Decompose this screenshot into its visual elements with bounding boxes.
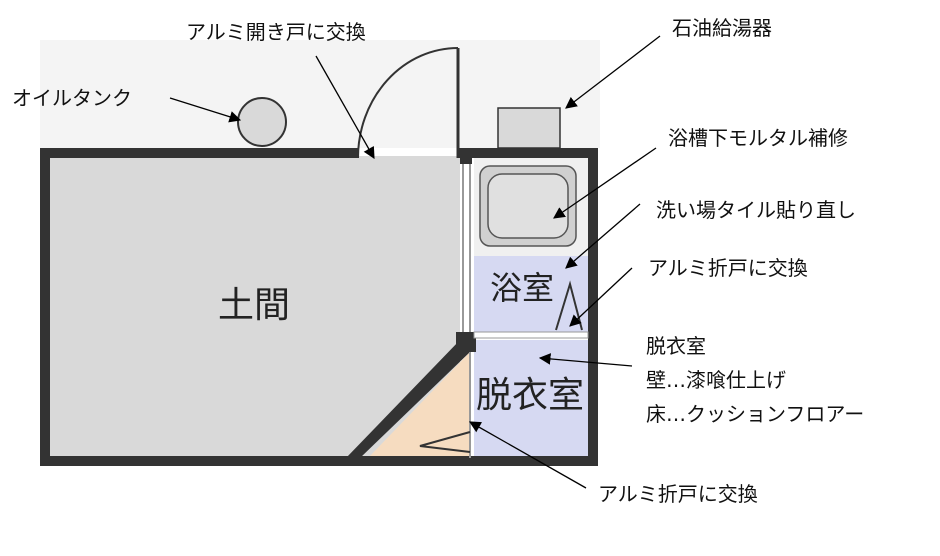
wall-top-left (40, 148, 358, 158)
label-dressing-folding-door: アルミ折戸に交換 (598, 482, 758, 506)
wall-bottom (40, 456, 598, 466)
arrow-washing-area (565, 203, 641, 269)
partition-mid (456, 332, 476, 352)
wall-right (588, 148, 598, 466)
hinged-door-swing (357, 47, 459, 159)
doma-corner-wall (346, 340, 470, 458)
label-dressing-title: 脱衣室 (646, 334, 706, 358)
partition-bath-top (460, 148, 472, 164)
arrow-dressing-door (468, 421, 587, 489)
wall-left (40, 148, 50, 466)
label-washing-area-tile: 洗い場タイル貼り直し (656, 198, 856, 222)
arrow-bathtub (553, 147, 657, 219)
oil-water-heater (497, 107, 561, 149)
arrow-water-heater (565, 35, 661, 109)
arrow-dressing-room (538, 353, 633, 367)
arrow-oil-tank (169, 97, 242, 123)
label-dressing-wall: 壁…漆喰仕上げ (646, 368, 786, 392)
wall-top-right (458, 148, 598, 158)
bathtub-inner (487, 173, 569, 239)
dressing-folding-door (419, 431, 471, 453)
label-aluminum-hinged-door: アルミ開き戸に交換 (186, 20, 366, 44)
label-oil-water-heater: 石油給湯器 (672, 16, 772, 40)
room-doma: 土間 (218, 285, 291, 326)
entry-floor-wedge (368, 352, 470, 458)
partition-bath-dress (473, 331, 589, 339)
label-dressing-floor: 床…クッションフロアー (646, 402, 865, 426)
dressing-floor (474, 340, 588, 458)
label-bathtub-mortar: 浴槽下モルタル補修 (668, 126, 848, 150)
oil-tank (237, 97, 287, 147)
label-oil-tank: オイルタンク (12, 86, 132, 110)
label-bath-folding-door: アルミ折戸に交換 (648, 256, 808, 280)
arrow-bath-door (569, 267, 633, 327)
arrow-hinged-door (315, 55, 375, 160)
room-dressing: 脱衣室 (476, 375, 585, 416)
doma-floor (48, 156, 460, 458)
room-bathroom: 浴室 (490, 269, 555, 307)
